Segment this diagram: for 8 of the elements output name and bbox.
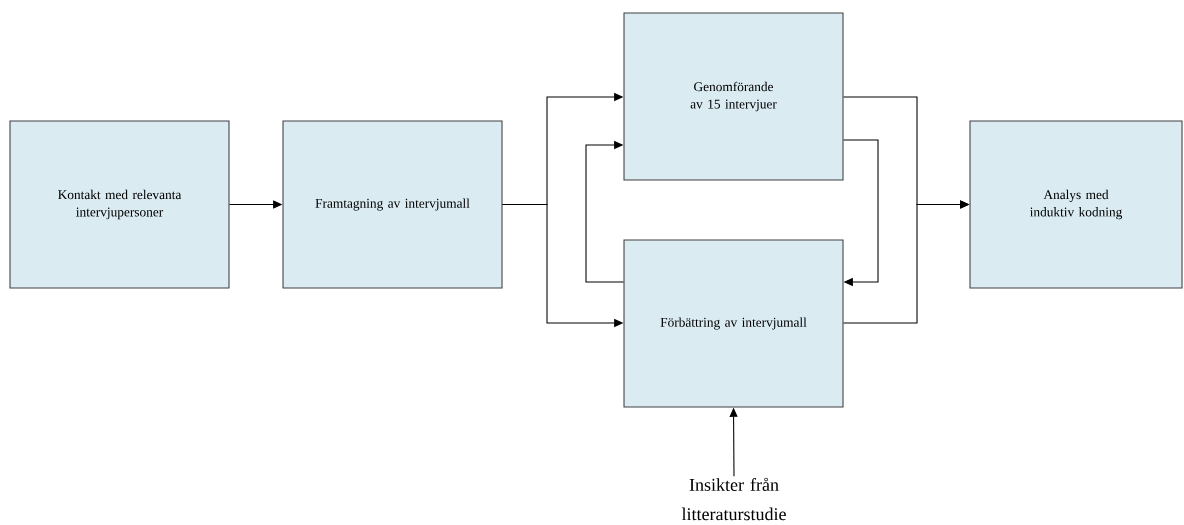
process-box: Genomförande av 15 intervjuer xyxy=(623,12,844,181)
arrow xyxy=(585,140,624,283)
process-box: Kontakt med relevanta intervjupersoner xyxy=(9,120,230,289)
note-text: Insikter från litteraturstudie xyxy=(681,477,786,521)
process-box: Förbättring av intervjumall xyxy=(623,239,844,408)
arrow xyxy=(843,139,879,287)
process-box: Analys med induktiv kodning xyxy=(969,120,1183,289)
process-box: Framtagning av intervjumall xyxy=(282,120,503,289)
